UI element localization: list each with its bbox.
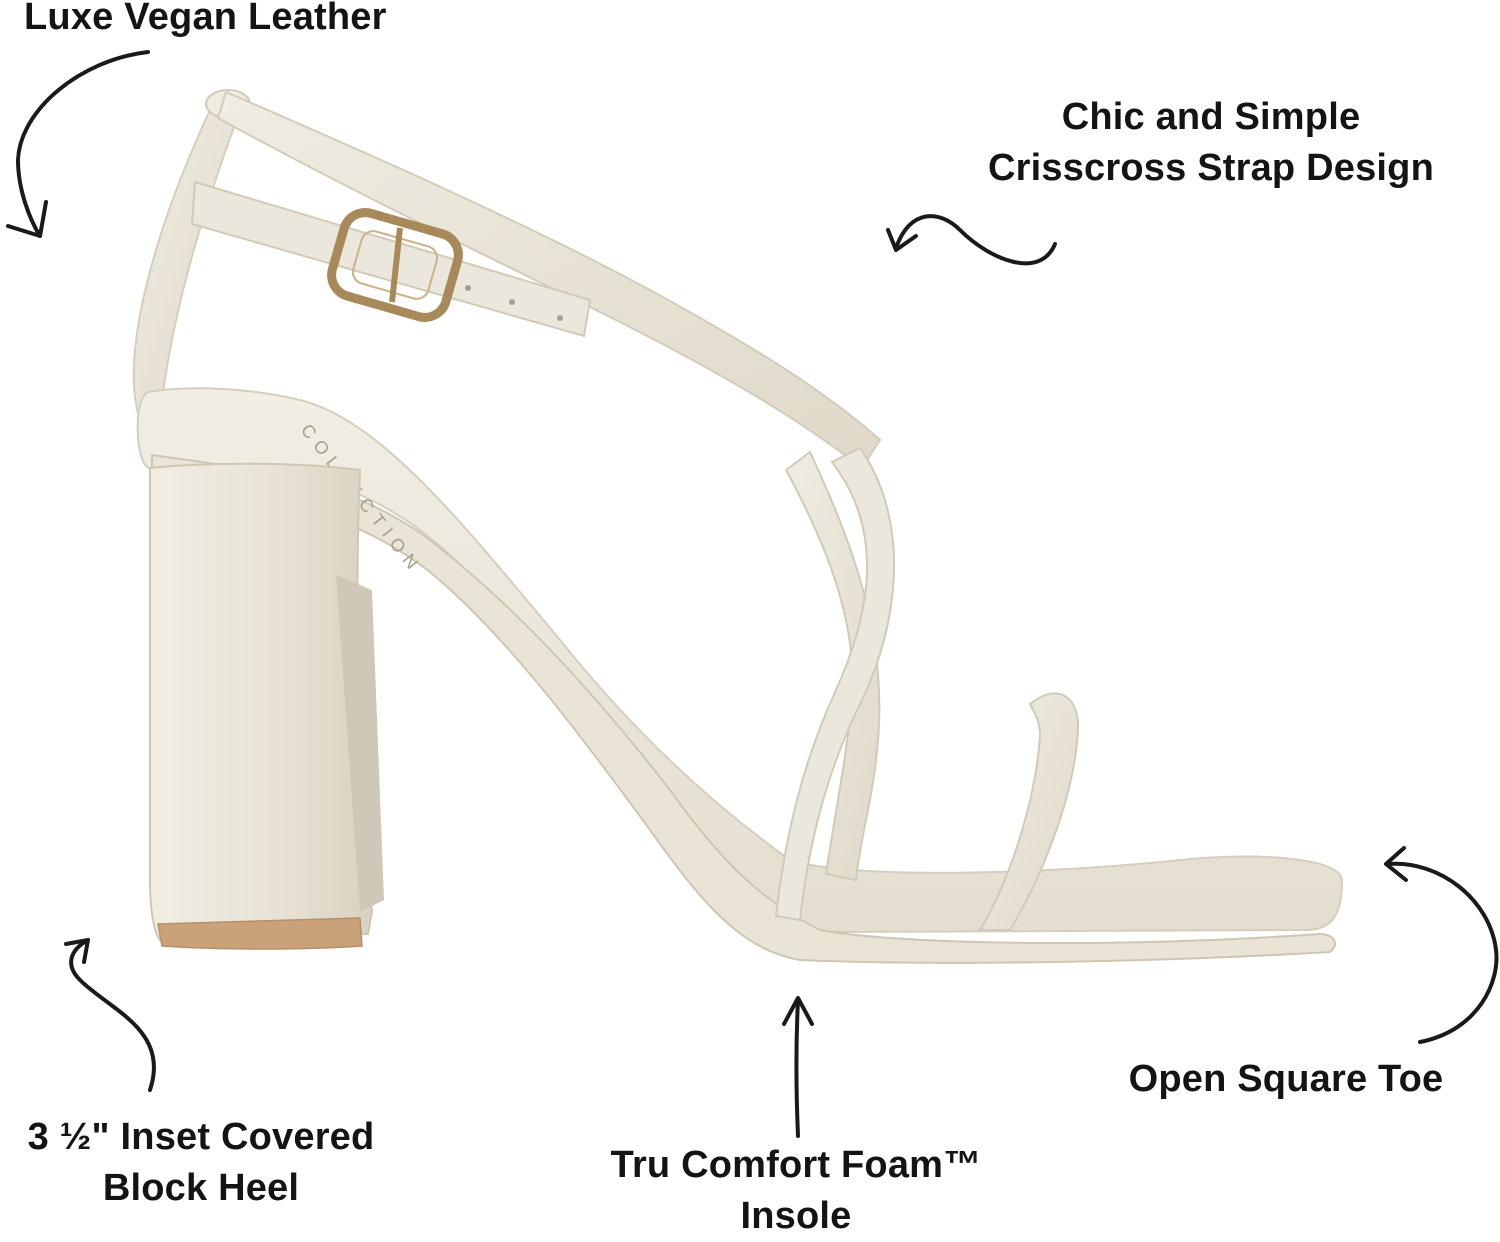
callout-insole-line1: Tru Comfort Foam™ xyxy=(610,1144,982,1186)
callout-heel-line2: Block Heel xyxy=(102,1167,300,1209)
callout-insole-line2: Insole xyxy=(740,1195,852,1237)
callout-heel-line1: 3 ½" Inset Covered xyxy=(27,1116,375,1158)
heel-tip xyxy=(157,917,363,950)
callout-strap: Chic and Simple Crisscross Strap Design xyxy=(966,92,1456,194)
heel-counter-strap xyxy=(132,92,246,422)
callout-strap-line1: Chic and Simple xyxy=(1061,96,1361,138)
callout-heel: 3 ½" Inset Covered Block Heel xyxy=(6,1112,396,1214)
callout-material-line1: Luxe Vegan Leather xyxy=(24,0,387,38)
arrow-insole-head xyxy=(782,996,814,1026)
arrow-material xyxy=(16,50,150,238)
toe-strap xyxy=(978,692,1080,931)
arrow-strap-head xyxy=(886,228,918,252)
arrow-toe-head xyxy=(1384,846,1408,882)
arrow-material-head xyxy=(6,200,48,238)
callout-material: Luxe Vegan Leather xyxy=(24,0,387,43)
arrow-strap xyxy=(894,214,1057,266)
footbed xyxy=(136,387,1344,934)
arrow-heel-head xyxy=(64,938,90,964)
callout-strap-line2: Crisscross Strap Design xyxy=(988,147,1434,189)
arrow-toe xyxy=(1386,861,1499,1044)
heel-inset xyxy=(336,575,384,912)
callout-insole: Tru Comfort Foam™ Insole xyxy=(590,1140,1002,1242)
buckle xyxy=(327,208,463,322)
arrow-heel xyxy=(69,938,156,1092)
callout-toe-line1: Open Square Toe xyxy=(1128,1058,1444,1100)
arrow-insole xyxy=(794,998,800,1138)
crisscross-strap-front xyxy=(774,446,896,922)
callout-toe: Open Square Toe xyxy=(1112,1054,1460,1105)
sole-edge xyxy=(151,453,1336,964)
block-heel xyxy=(149,462,374,942)
